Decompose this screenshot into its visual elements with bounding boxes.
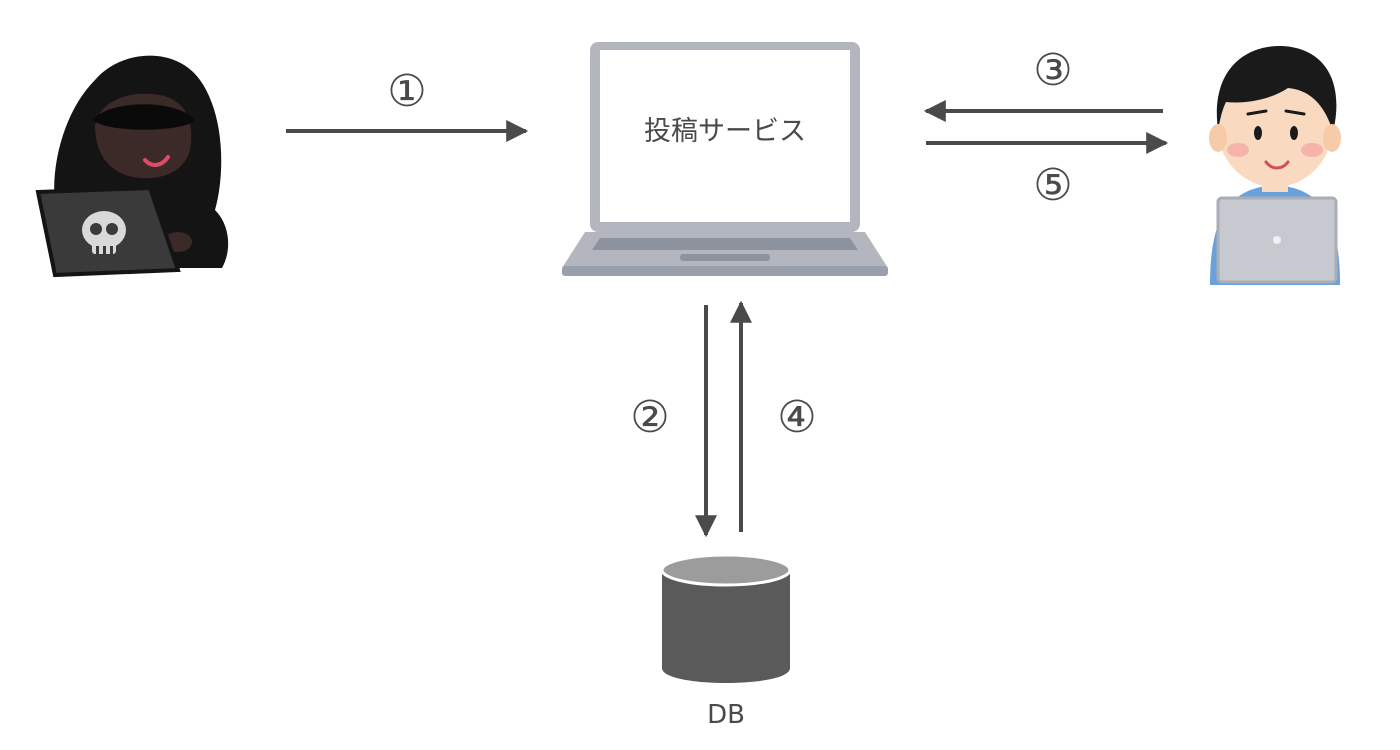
hacker-icon [35, 55, 229, 278]
skull-icon [82, 211, 126, 254]
step-1-label: ① [387, 66, 426, 117]
service-laptop: 投稿サービス [562, 42, 888, 276]
user-icon [1209, 45, 1341, 285]
service-label: 投稿サービス [644, 116, 806, 147]
db-label: DB [707, 700, 745, 730]
step-4-label: ④ [777, 392, 816, 443]
step-2-label: ② [630, 392, 669, 443]
step-3-label: ③ [1033, 45, 1072, 96]
step-5-label: ⑤ [1033, 160, 1072, 211]
database-icon: DB [660, 553, 792, 730]
